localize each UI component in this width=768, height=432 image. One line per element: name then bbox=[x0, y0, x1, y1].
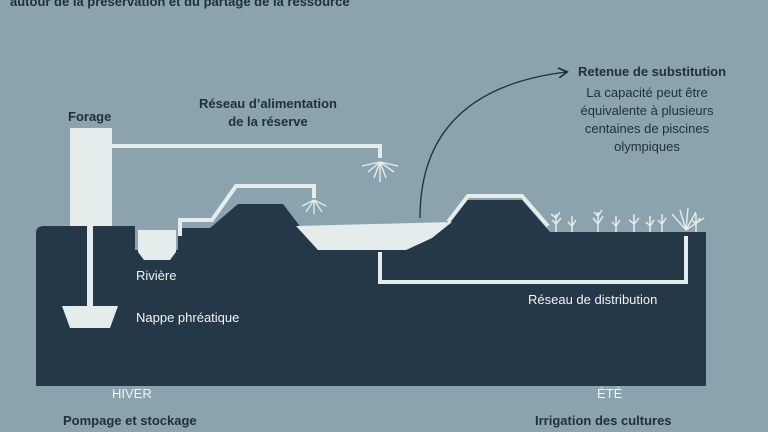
feed-pipe bbox=[112, 144, 382, 158]
forage-tower bbox=[70, 128, 112, 226]
label-riviere: Rivière bbox=[136, 268, 177, 283]
label-reseau-alimentation-2: de la réserve bbox=[228, 114, 308, 129]
label-forage: Forage bbox=[68, 109, 112, 124]
caption-summer: Irrigation des cultures bbox=[535, 413, 672, 428]
crops bbox=[550, 209, 701, 232]
label-retenue-note: La capacité peut être équivalente à plus… bbox=[580, 85, 714, 154]
sprinkler-2 bbox=[301, 199, 327, 214]
ground bbox=[36, 200, 706, 386]
header-text: autour de la préservation et du partage … bbox=[10, 0, 350, 9]
label-nappe: Nappe phréatique bbox=[136, 310, 240, 325]
borehole-shaft bbox=[87, 226, 93, 322]
label-season-summer: ÉTÉ bbox=[597, 386, 623, 401]
distribution-pipe bbox=[378, 236, 688, 284]
outlet-pipe bbox=[446, 194, 550, 228]
label-retenue-title: Retenue de substitution bbox=[578, 64, 727, 79]
reservoir-water bbox=[296, 222, 452, 250]
callout-arrow bbox=[419, 72, 566, 219]
aquifer-basin bbox=[62, 306, 118, 328]
caption-winter: Pompage et stockage bbox=[63, 413, 197, 428]
sprinkler-3 bbox=[671, 207, 705, 231]
river-pipe bbox=[178, 184, 316, 236]
label-reseau-alimentation-1: Réseau d’alimentation bbox=[199, 96, 337, 111]
label-reseau-distribution: Réseau de distribution bbox=[528, 292, 658, 307]
river bbox=[138, 230, 176, 260]
label-season-winter: HIVER bbox=[112, 386, 152, 401]
sprinkler-1 bbox=[361, 161, 399, 182]
